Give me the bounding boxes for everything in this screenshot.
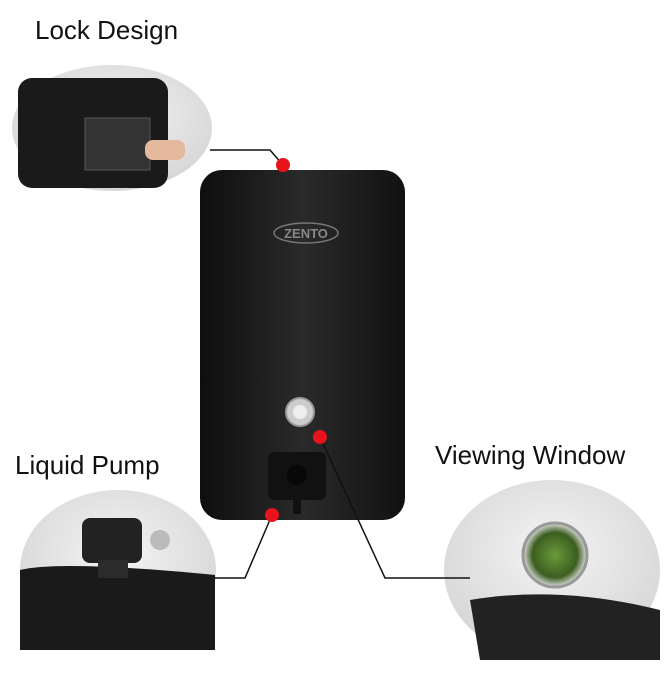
liquid-pump-label: Liquid Pump bbox=[15, 450, 160, 480]
brand-logo: ZENTO bbox=[284, 226, 328, 241]
viewing-window-label: Viewing Window bbox=[435, 440, 626, 470]
lock-detail-image bbox=[12, 65, 212, 191]
soap-dispenser: ZENTO bbox=[200, 170, 405, 520]
window-marker-dot bbox=[313, 430, 327, 444]
lock-design-label: Lock Design bbox=[35, 15, 179, 45]
pump-detail-image bbox=[20, 490, 216, 650]
viewing-window-detail-image bbox=[444, 480, 660, 660]
marker-dots bbox=[265, 158, 327, 522]
pump-marker-dot bbox=[265, 508, 279, 522]
lock-marker-dot bbox=[276, 158, 290, 172]
